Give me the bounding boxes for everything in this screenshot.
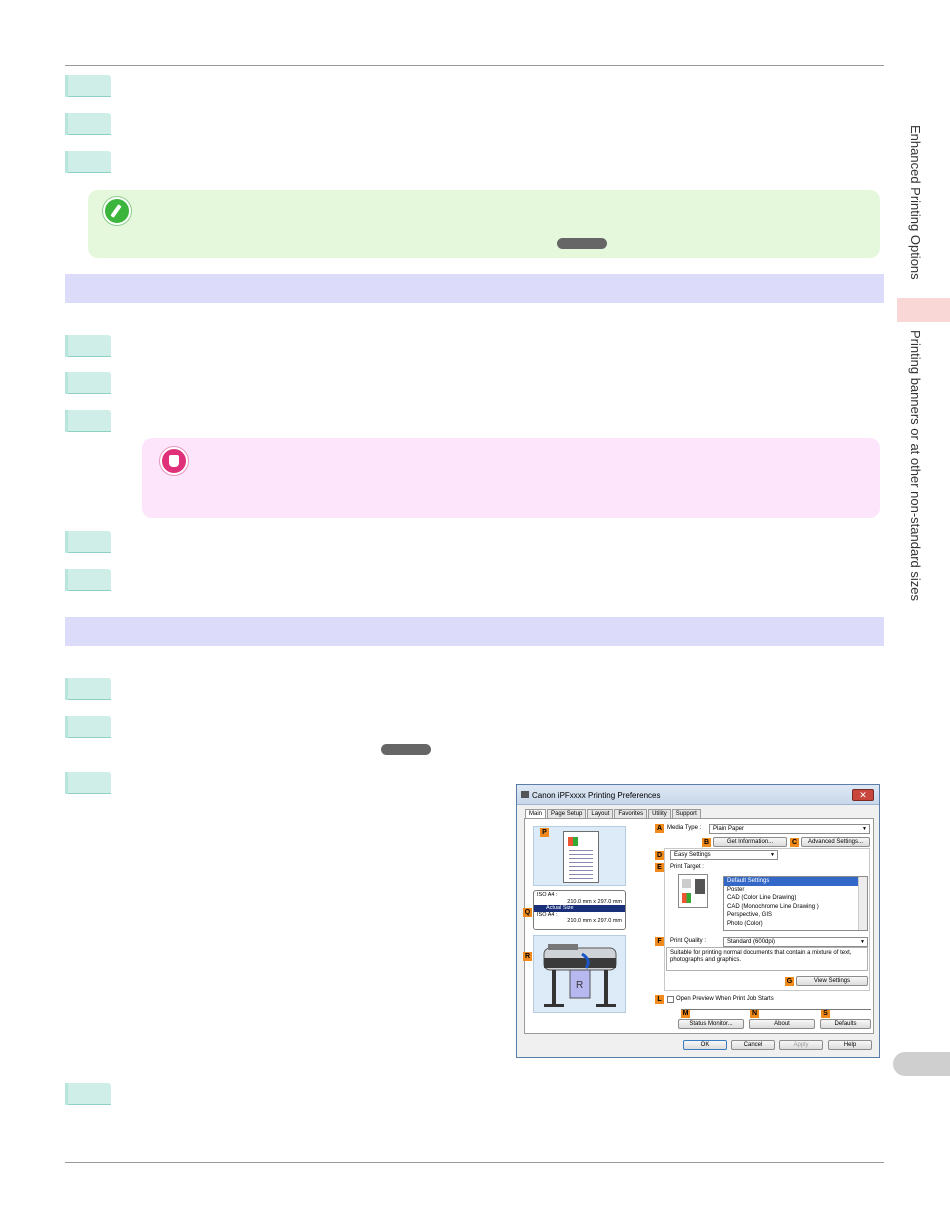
close-icon[interactable]: ✕ [852, 789, 874, 801]
printer-illustration: R [533, 935, 626, 1013]
marker-b: B [702, 838, 711, 847]
about-button[interactable]: About [749, 1019, 815, 1029]
tab-favorites[interactable]: Favorites [614, 809, 648, 819]
apply-button[interactable]: Apply [779, 1040, 823, 1050]
print-quality-select[interactable]: Standard (600dpi) [723, 937, 868, 947]
media-type-label: Media Type : [667, 825, 702, 831]
print-target-list[interactable]: Default Settings Poster CAD (Color Line … [723, 876, 868, 931]
open-preview-checkbox[interactable] [667, 996, 674, 1003]
marker-f: F [655, 937, 664, 946]
media-type-select[interactable]: Plain Paper [709, 824, 870, 834]
tab-support[interactable]: Support [671, 809, 701, 819]
quality-description: Suitable for printing normal documents t… [666, 947, 868, 971]
advanced-settings-button[interactable]: Advanced Settings... [801, 837, 870, 847]
marker-s: S [821, 1009, 830, 1018]
defaults-button[interactable]: Defaults [820, 1019, 871, 1029]
mode-select[interactable]: Easy Settings [670, 850, 778, 860]
marker-e: E [655, 863, 664, 872]
list-item[interactable]: Perspective, GIS [727, 912, 773, 918]
printing-preferences-dialog: Canon iPFxxxx Printing Preferences ✕ Mai… [516, 784, 880, 1058]
marker-g: G [785, 977, 794, 986]
print-target-label: Print Target : [670, 864, 704, 870]
dialog-title: Canon iPFxxxx Printing Preferences [532, 791, 661, 800]
step-marker [65, 772, 111, 794]
marker-d: D [655, 851, 664, 860]
list-item[interactable]: Poster [727, 886, 745, 893]
marker-c: C [790, 838, 799, 847]
sidebar-current-marker [897, 298, 950, 322]
step-marker [65, 113, 111, 135]
list-scrollbar[interactable] [858, 877, 867, 930]
size-line-2-dim: 210.0 mm x 297.0 mm [567, 918, 622, 924]
step-marker [65, 531, 111, 553]
tab-layout[interactable]: Layout [587, 809, 614, 819]
step-marker [65, 151, 111, 173]
top-rule [65, 65, 884, 66]
marker-guide-line [681, 1009, 871, 1010]
marker-p: P [540, 828, 549, 837]
important-box [142, 438, 880, 518]
printer-icon [521, 791, 529, 798]
tab-main[interactable]: Main [525, 809, 547, 819]
dialog-tabs: Main Page Setup Layout Favorites Utility… [525, 809, 702, 819]
actual-size-row: Actual Size [534, 905, 625, 912]
list-item[interactable]: Default Settings [724, 877, 867, 886]
main-tab-pane: P ISO A4 : 210.0 mm x 297.0 mm Actual Si… [523, 818, 874, 1034]
status-monitor-button[interactable]: Status Monitor... [678, 1019, 744, 1029]
paper-size-info: ISO A4 : 210.0 mm x 297.0 mm Actual Size… [533, 890, 626, 930]
cross-reference-link[interactable] [381, 744, 431, 755]
view-settings-button[interactable]: View Settings [796, 976, 868, 986]
step-marker [65, 569, 111, 591]
get-information-button[interactable]: Get Information... [713, 837, 787, 847]
sidebar-page-tab[interactable] [893, 1052, 950, 1076]
marker-a: A [655, 824, 664, 833]
size-line-2: ISO A4 : [537, 912, 558, 918]
important-hand-icon [160, 447, 188, 475]
tab-page-setup[interactable]: Page Setup [547, 809, 587, 819]
cross-reference-link[interactable] [557, 238, 607, 249]
help-button[interactable]: Help [828, 1040, 872, 1050]
step-marker [65, 716, 111, 738]
marker-m: M [681, 1009, 690, 1018]
marker-l: L [655, 995, 664, 1004]
marker-r: R [523, 952, 532, 961]
step-marker [65, 678, 111, 700]
print-target-thumbnail [678, 874, 708, 908]
list-item[interactable]: Photo (Color) [727, 920, 763, 927]
bottom-rule [65, 1162, 884, 1163]
open-preview-label: Open Preview When Print Job Starts [676, 996, 774, 1002]
size-line-1: ISO A4 : [537, 892, 558, 898]
sidebar-chapter-title[interactable]: Enhanced Printing Options [908, 125, 923, 280]
tab-utility[interactable]: Utility [648, 809, 671, 819]
list-item[interactable]: CAD (Monochrome Line Drawing ) [727, 903, 819, 910]
dialog-title-bar: Canon iPFxxxx Printing Preferences ✕ [517, 785, 879, 805]
marker-q: Q [523, 908, 532, 917]
marker-n: N [750, 1009, 759, 1018]
note-pencil-icon [103, 197, 131, 225]
section-heading-bar [65, 274, 884, 303]
ok-button[interactable]: OK [683, 1040, 727, 1050]
list-item[interactable]: CAD (Color Line Drawing) [727, 895, 797, 901]
step-marker [65, 335, 111, 357]
step-marker [65, 75, 111, 97]
svg-text:R: R [576, 980, 583, 991]
step-marker [65, 1083, 111, 1105]
document-thumbnail [563, 831, 599, 883]
note-box [88, 190, 880, 258]
step-marker [65, 372, 111, 394]
printer-icon: R [543, 944, 617, 1007]
section-heading-bar [65, 617, 884, 646]
settings-group [664, 848, 870, 991]
print-quality-label: Print Quality : [670, 938, 707, 944]
sidebar-section-title[interactable]: Printing banners or at other non-standar… [908, 330, 923, 601]
cancel-button[interactable]: Cancel [731, 1040, 775, 1050]
size-line-1-dim: 210.0 mm x 297.0 mm [567, 899, 622, 905]
step-marker [65, 410, 111, 432]
